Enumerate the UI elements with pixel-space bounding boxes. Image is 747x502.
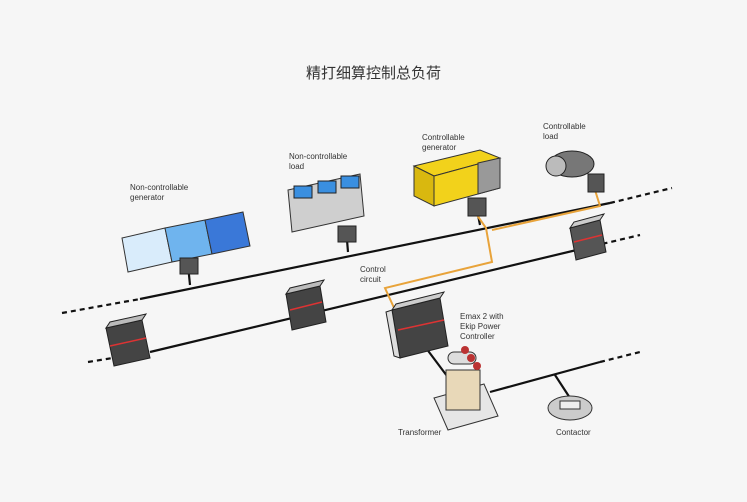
label-non-controllable-load: Non-controllable load — [289, 152, 348, 171]
bus-line-upper-dashed-left — [61, 297, 141, 315]
bus-line-upper-dashed-right — [609, 186, 673, 205]
label-emax: Emax 2 with Ekip Power Controller — [460, 312, 504, 341]
generator-icon — [412, 149, 502, 217]
bus-line-lower — [489, 360, 601, 394]
svg-text:Non-controllable: Non-controllable — [130, 183, 189, 192]
label-contactor: Contactor — [556, 428, 591, 437]
label-transformer: Transformer — [398, 428, 442, 437]
control-circuit-line-2 — [491, 189, 602, 231]
label-control-circuit: Control circuit — [360, 265, 386, 284]
solar-panel-icon — [121, 211, 251, 275]
svg-text:Ekip Power: Ekip Power — [460, 322, 501, 331]
bus-line-lower-dashed — [599, 350, 641, 364]
bus-line-upper — [139, 201, 611, 301]
feeder-contactor — [554, 374, 571, 399]
svg-text:Controller: Controller — [460, 332, 495, 341]
bus-line-middle — [149, 246, 586, 354]
svg-text:load: load — [289, 162, 304, 171]
svg-text:Control: Control — [360, 265, 386, 274]
diagram-title: 精打细算控制总负荷 — [305, 64, 441, 82]
contactor-icon — [547, 395, 593, 421]
breaker-icon-middle — [284, 279, 327, 331]
computer-load-icon — [287, 173, 365, 243]
label-non-controllable-generator: Non-controllable generator — [130, 183, 189, 202]
svg-text:Emax 2 with: Emax 2 with — [460, 312, 504, 321]
svg-text:Controllable: Controllable — [422, 133, 465, 142]
label-controllable-generator: Controllable generator — [422, 133, 465, 152]
svg-text:generator: generator — [422, 143, 457, 152]
breaker-icon-right — [568, 213, 607, 261]
transformer-icon — [433, 346, 499, 431]
svg-text:circuit: circuit — [360, 275, 382, 284]
control-circuit-line — [383, 204, 494, 311]
svg-text:generator: generator — [130, 193, 165, 202]
breaker-icon-left — [104, 313, 151, 367]
emax-breaker-icon — [385, 291, 449, 359]
svg-text:load: load — [543, 132, 558, 141]
svg-text:Non-controllable: Non-controllable — [289, 152, 348, 161]
motor-icon — [545, 150, 605, 193]
label-controllable-load: Controllable load — [543, 122, 586, 141]
svg-text:Controllable: Controllable — [543, 122, 586, 131]
